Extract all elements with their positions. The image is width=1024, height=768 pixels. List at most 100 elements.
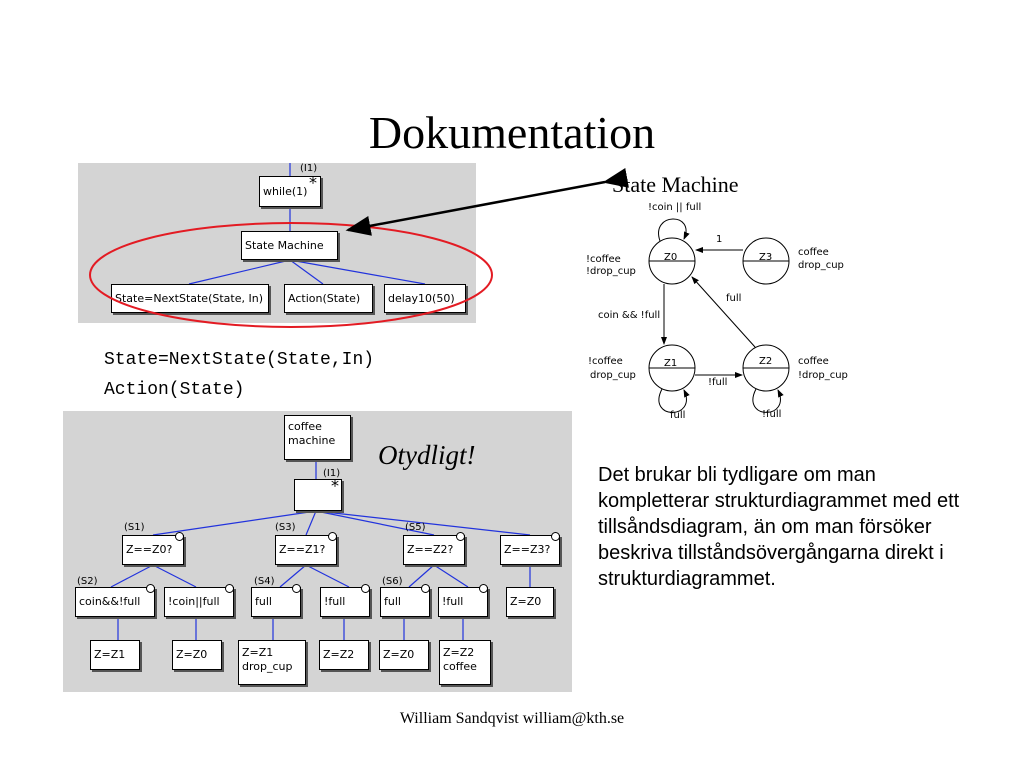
selection-ring-icon: [479, 584, 488, 593]
action-z0-box: Z=Z0: [172, 640, 222, 670]
bottom-structure-diagram: coffee machine (I1) * (S1) (S3) (S5) Z==…: [63, 411, 572, 692]
state-machine-box: State Machine: [241, 231, 338, 260]
highlight-ellipse: [89, 222, 493, 328]
cond-nocoin-box: !coin||full: [164, 587, 234, 617]
state-z0-label: Z0: [664, 252, 678, 263]
select-z0-label: Z==Z0?: [126, 543, 173, 556]
cond-full-box-1: full: [251, 587, 301, 617]
selection-ring-icon: [175, 532, 184, 541]
cond-notfull-box-2: !full: [438, 587, 488, 617]
action-z2-coffee-box: Z=Z2 coffee: [439, 640, 491, 685]
state-machine-box-label: State Machine: [245, 239, 324, 252]
state-diagram: Z0 Z3 Z1 Z2 !coin || full !coffee !drop_…: [580, 198, 870, 426]
z3-to-z0-condition: 1: [716, 234, 723, 245]
selection-ring-icon: [361, 584, 370, 593]
selection-ring-icon: [225, 584, 234, 593]
bottom-iteration-mark: (I1): [323, 468, 341, 479]
action-z0-box-s7: Z=Z0: [506, 587, 554, 617]
iteration-star-icon: *: [309, 173, 317, 192]
selection-ring-icon: [328, 532, 337, 541]
cond-full-box-2: full: [380, 587, 430, 617]
action-z2-box: Z=Z2: [319, 640, 369, 670]
action-z1-dropcup-box: Z=Z1 drop_cup: [238, 640, 306, 685]
z1-output-2: drop_cup: [590, 370, 636, 381]
action-z1-dropcup-line-1: Z=Z1: [242, 646, 274, 659]
s4-mark: (S4): [254, 576, 275, 587]
code-line-1: State=NextState(State,In): [104, 350, 375, 370]
z1-to-z2-condition: !full: [708, 377, 728, 388]
root-line-1: coffee: [288, 420, 322, 433]
action-z0-box-2: Z=Z0: [379, 640, 429, 670]
state-z1-label: Z1: [664, 358, 678, 369]
action-z0-label-2: Z=Z0: [383, 648, 415, 661]
state-z3-label: Z3: [759, 252, 773, 263]
select-z2-box: Z==Z2?: [403, 535, 465, 565]
z0-output-1: !coffee: [586, 254, 621, 265]
selection-ring-icon: [146, 584, 155, 593]
cond-nocoin-label: !coin||full: [168, 595, 220, 608]
cond-coin-label: coin&&!full: [79, 595, 141, 608]
root-line-2: machine: [288, 434, 336, 447]
z0-output-2: !drop_cup: [586, 266, 636, 277]
z2-output-1: coffee: [798, 356, 829, 367]
z2-output-2: !drop_cup: [798, 370, 848, 381]
action-box: Action(State): [284, 284, 373, 313]
iteration-box: [294, 479, 342, 511]
action-z1-dropcup-line-2: drop_cup: [242, 660, 293, 673]
s3-mark: (S3): [275, 522, 296, 533]
select-z3-box: Z==Z3?: [500, 535, 560, 565]
while-box: while(1): [259, 176, 321, 207]
code-line-2: Action(State): [104, 380, 245, 400]
s1-mark: (S1): [124, 522, 145, 533]
action-z1-label: Z=Z1: [94, 648, 126, 661]
cond-full-label-2: full: [384, 595, 401, 608]
s5-mark: (S5): [405, 522, 426, 533]
state-z2-label: Z2: [759, 356, 773, 367]
cond-notfull-label-2: !full: [442, 595, 464, 608]
bottom-star-icon: *: [331, 476, 339, 495]
action-z2-coffee-line-1: Z=Z2: [443, 646, 475, 659]
s2-mark: (S2): [77, 576, 98, 587]
z3-output-2: drop_cup: [798, 260, 844, 271]
cond-coin-box: coin&&!full: [75, 587, 155, 617]
bottom-connectors: [110, 460, 531, 640]
action-box-label: Action(State): [288, 292, 361, 305]
action-z0-label-s7: Z=Z0: [510, 595, 542, 608]
select-z1-box: Z==Z1?: [275, 535, 337, 565]
select-z2-label: Z==Z2?: [407, 543, 454, 556]
description-paragraph: Det brukar bli tydligare om man komplett…: [598, 464, 960, 590]
z0-to-z1-condition: coin && !full: [598, 310, 661, 321]
selection-ring-icon: [551, 532, 560, 541]
page-title: Dokumentation: [368, 107, 656, 158]
select-z0-box: Z==Z0?: [122, 535, 184, 565]
cond-notfull-box-1: !full: [320, 587, 370, 617]
iteration-mark: (I1): [300, 163, 318, 174]
select-z1-label: Z==Z1?: [279, 543, 326, 556]
delay-box-label: delay10(50): [388, 292, 455, 305]
footer: William Sandqvist william@kth.se: [399, 710, 625, 727]
cond-full-label-1: full: [255, 595, 272, 608]
action-z2-label: Z=Z2: [323, 648, 355, 661]
z2-loop-condition: !full: [762, 409, 782, 420]
selection-ring-icon: [456, 532, 465, 541]
cond-notfull-label-1: !full: [324, 595, 346, 608]
selection-ring-icon: [292, 584, 301, 593]
action-z1-box: Z=Z1: [90, 640, 140, 670]
next-state-box-label: State=NextState(State, In): [115, 292, 263, 305]
coffee-machine-root-box: coffee machine: [284, 415, 351, 460]
selection-ring-icon: [421, 584, 430, 593]
while-box-label: while(1): [263, 185, 308, 198]
otydligt-label: Otydligt!: [378, 440, 476, 470]
top-connectors: [188, 163, 426, 285]
s6-mark: (S6): [382, 576, 403, 587]
state-diagram-graphics: [648, 218, 790, 413]
z1-loop-condition: full: [670, 410, 686, 421]
z0-loop-condition: !coin || full: [648, 202, 702, 213]
z1-output-1: !coffee: [588, 356, 623, 367]
delay-box: delay10(50): [384, 284, 466, 313]
double-arrow: [345, 168, 629, 236]
z3-output-1: coffee: [798, 247, 829, 258]
z2-to-z0-condition: full: [726, 293, 742, 304]
state-machine-label: State Machine: [612, 172, 739, 197]
